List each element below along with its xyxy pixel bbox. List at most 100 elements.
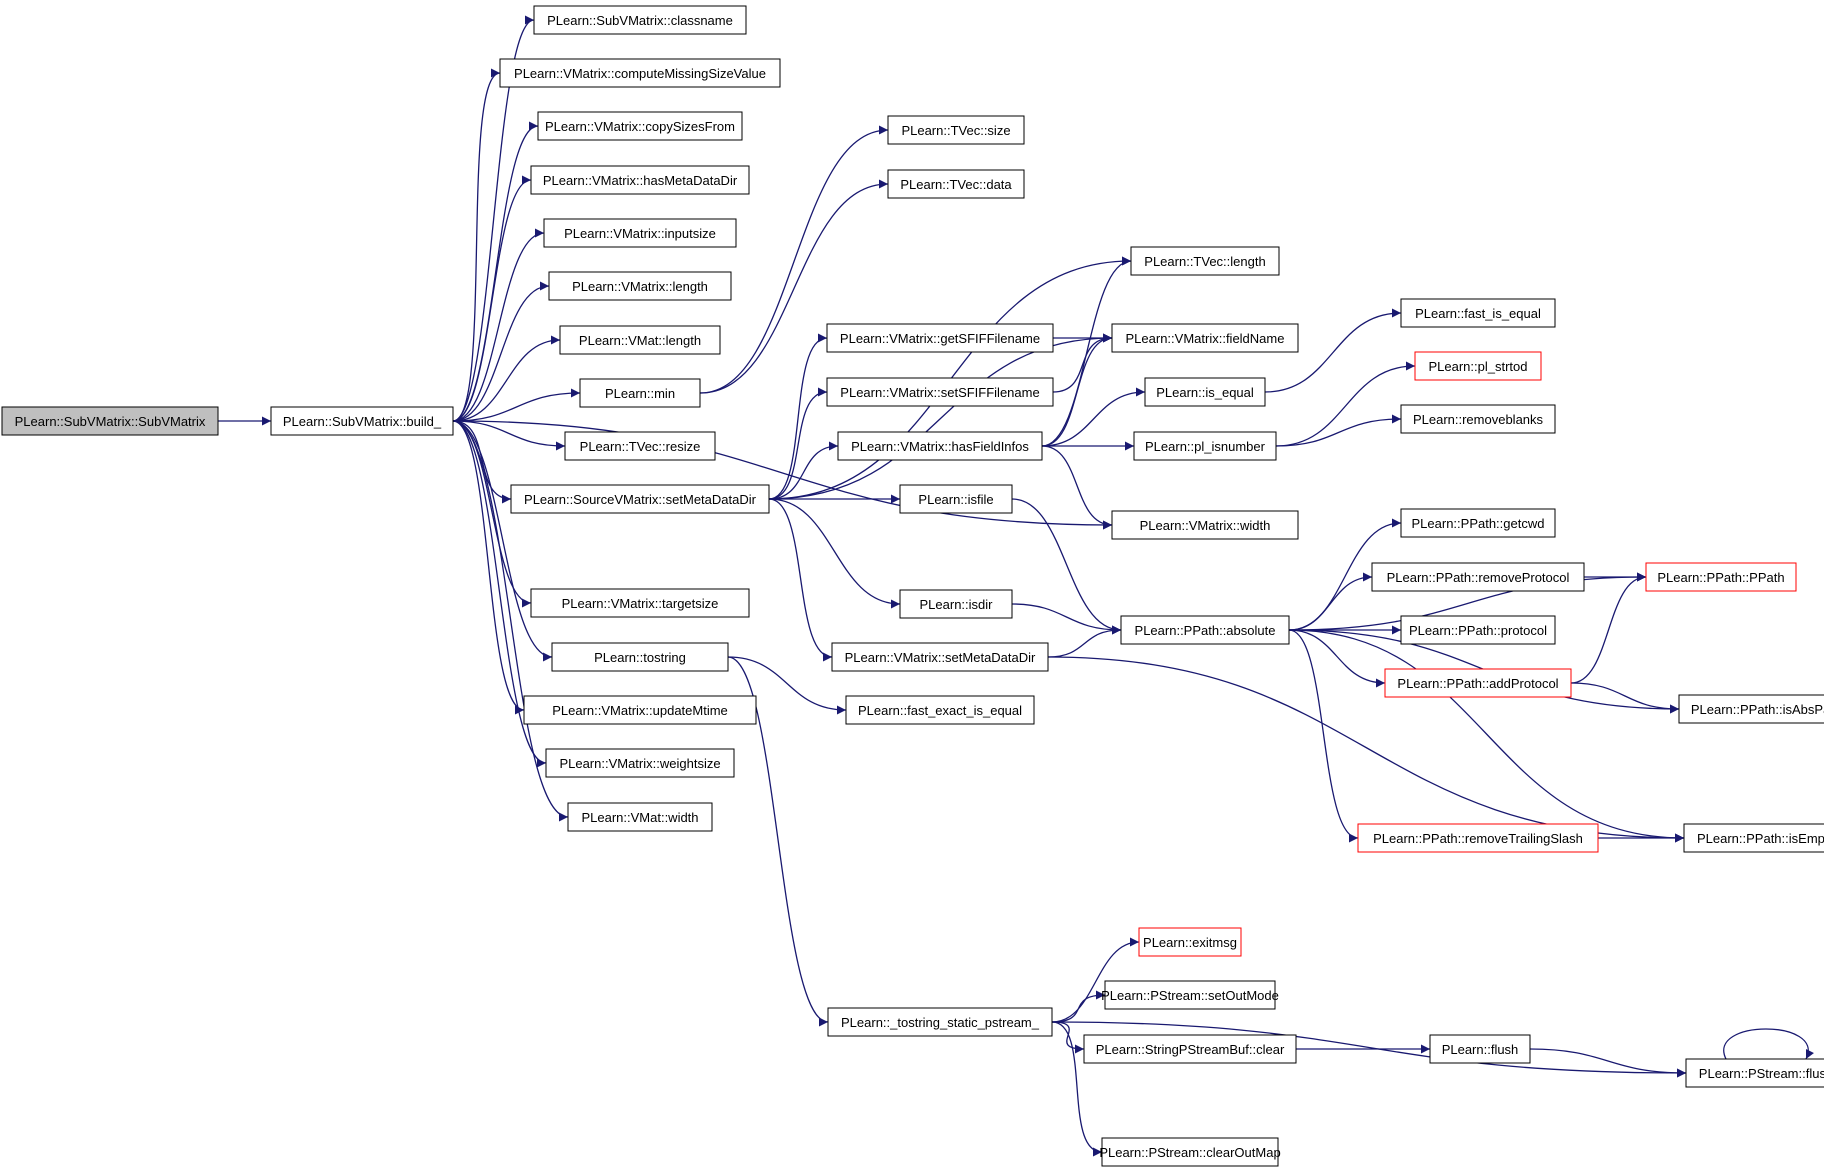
node-label: PLearn::StringPStreamBuf::clear xyxy=(1096,1042,1285,1057)
node-n21[interactable]: PLearn::VMatrix::fieldName xyxy=(1111,323,1299,353)
node-label: PLearn::PPath::isAbsPath xyxy=(1691,702,1824,717)
node-label: PLearn::PPath::isEmpty xyxy=(1697,831,1824,846)
node-label: PLearn::VMat::width xyxy=(581,810,698,825)
node-box xyxy=(510,484,770,514)
node-box xyxy=(826,323,1054,353)
node-n7[interactable]: PLearn::VMatrix::length xyxy=(548,271,732,301)
edge-n1-to-n10 xyxy=(452,420,566,451)
node-box xyxy=(1104,980,1276,1010)
node-n14[interactable]: PLearn::VMatrix::updateMtime xyxy=(523,695,757,725)
node-label: PLearn::tostring xyxy=(594,650,686,665)
node-n36[interactable]: PLearn::PPath::PPath xyxy=(1645,562,1797,592)
node-n35[interactable]: PLearn::PPath::removeProtocol xyxy=(1371,562,1585,592)
node-label: PLearn::pl_strtod xyxy=(1428,359,1527,374)
node-n13[interactable]: PLearn::tostring xyxy=(551,642,729,672)
node-n2[interactable]: PLearn::SubVMatrix::classname xyxy=(533,5,747,35)
node-label: PLearn::exitmsg xyxy=(1143,935,1237,950)
node-n11[interactable]: PLearn::SourceVMatrix::setMetaDataDir xyxy=(510,484,770,514)
node-n44[interactable]: PLearn::PStream::setOutMode xyxy=(1101,980,1279,1010)
node-n0[interactable]: PLearn::SubVMatrix::SubVMatrix xyxy=(1,406,219,436)
node-n19[interactable]: PLearn::TVec::length xyxy=(1130,246,1280,276)
node-label: PLearn::VMatrix::copySizesFrom xyxy=(545,119,735,134)
node-label: PLearn::VMatrix::hasMetaDataDir xyxy=(543,173,738,188)
node-n23[interactable]: PLearn::VMatrix::hasFieldInfos xyxy=(837,431,1043,461)
node-n30[interactable]: PLearn::pl_strtod xyxy=(1414,351,1542,381)
node-label: PLearn::PStream::setOutMode xyxy=(1101,988,1279,1003)
node-box xyxy=(537,111,743,141)
node-n47[interactable]: PLearn::flush xyxy=(1429,1034,1531,1064)
edge-n1-to-n7 xyxy=(452,281,550,422)
node-layer: PLearn::SubVMatrix::SubVMatrix PLearn::Su… xyxy=(1,5,1824,1167)
node-n17[interactable]: PLearn::TVec::size xyxy=(887,115,1025,145)
node-n18[interactable]: PLearn::TVec::data xyxy=(887,169,1025,199)
node-n10[interactable]: PLearn::TVec::resize xyxy=(564,431,716,461)
node-label: PLearn::PPath::absolute xyxy=(1135,623,1276,638)
node-n32[interactable]: PLearn::removeblanks xyxy=(1400,404,1556,434)
edge-n38-to-n39 xyxy=(1288,629,1386,688)
node-box xyxy=(887,115,1025,145)
node-n33[interactable]: PLearn::pl_isnumber xyxy=(1133,431,1277,461)
node-n12[interactable]: PLearn::VMatrix::targetsize xyxy=(530,588,750,618)
node-n22[interactable]: PLearn::VMatrix::setSFIFFilename xyxy=(826,377,1054,407)
node-n46[interactable]: PLearn::StringPStreamBuf::clear xyxy=(1083,1034,1297,1064)
node-n5[interactable]: PLearn::VMatrix::hasMetaDataDir xyxy=(530,165,750,195)
node-n1[interactable]: PLearn::SubVMatrix::build_ xyxy=(270,406,454,436)
node-box xyxy=(564,431,716,461)
node-label: PLearn::VMatrix::fieldName xyxy=(1126,331,1285,346)
node-n41[interactable]: PLearn::PPath::removeTrailingSlash xyxy=(1357,823,1599,853)
node-n31[interactable]: PLearn::is_equal xyxy=(1144,377,1266,407)
edge-n1-to-n3 xyxy=(452,68,501,422)
node-n29[interactable]: PLearn::fast_is_equal xyxy=(1400,298,1556,328)
node-n20[interactable]: PLearn::VMatrix::getSFIFFilename xyxy=(826,323,1054,353)
node-n25[interactable]: PLearn::VMatrix::width xyxy=(1111,510,1299,540)
node-n34[interactable]: PLearn::PPath::getcwd xyxy=(1400,508,1556,538)
node-box xyxy=(1384,668,1572,698)
node-n4[interactable]: PLearn::VMatrix::copySizesFrom xyxy=(537,111,743,141)
node-box xyxy=(1683,823,1824,853)
node-label: PLearn::PPath::getcwd xyxy=(1412,516,1545,531)
node-label: PLearn::PPath::removeTrailingSlash xyxy=(1373,831,1583,846)
node-box xyxy=(1429,1034,1531,1064)
edge-n45-to-n44 xyxy=(1051,990,1106,1023)
node-n48[interactable]: PLearn::PStream::flush xyxy=(1685,1058,1824,1088)
node-n26[interactable]: PLearn::isdir xyxy=(899,589,1013,619)
node-box xyxy=(899,484,1013,514)
edge-n11-to-n23 xyxy=(768,441,839,500)
edge-n39-to-n40 xyxy=(1570,682,1680,714)
node-n16[interactable]: PLearn::VMat::width xyxy=(567,802,713,832)
node-box xyxy=(826,377,1054,407)
node-box xyxy=(1111,323,1299,353)
node-box xyxy=(827,1007,1053,1037)
edge-n1-to-n8 xyxy=(452,335,561,422)
node-label: PLearn::VMatrix::hasFieldInfos xyxy=(851,439,1029,454)
node-n40[interactable]: PLearn::PPath::isAbsPath xyxy=(1678,694,1824,724)
node-box xyxy=(523,695,757,725)
edge-n38-to-n42 xyxy=(1288,629,1685,843)
node-n24[interactable]: PLearn::isfile xyxy=(899,484,1013,514)
node-n42[interactable]: PLearn::PPath::isEmpty xyxy=(1683,823,1824,853)
node-box xyxy=(545,748,735,778)
node-box xyxy=(1111,510,1299,540)
edge-n48-to-n48 xyxy=(1723,1028,1815,1060)
edge-n1-to-n5 xyxy=(452,175,532,422)
node-n49[interactable]: PLearn::PStream::clearOutMap xyxy=(1099,1137,1281,1167)
node-n39[interactable]: PLearn::PPath::addProtocol xyxy=(1384,668,1572,698)
edge-n1-to-n15 xyxy=(452,420,547,768)
node-n28[interactable]: PLearn::fast_exact_is_equal xyxy=(845,695,1035,725)
node-n8[interactable]: PLearn::VMat::length xyxy=(559,325,721,355)
node-n3[interactable]: PLearn::VMatrix::computeMissingSizeValue xyxy=(499,58,781,88)
node-n38[interactable]: PLearn::PPath::absolute xyxy=(1120,615,1290,645)
node-n6[interactable]: PLearn::VMatrix::inputsize xyxy=(543,218,737,248)
node-n27[interactable]: PLearn::VMatrix::setMetaDataDir xyxy=(831,642,1049,672)
node-label: PLearn::VMatrix::width xyxy=(1140,518,1271,533)
node-box xyxy=(845,695,1035,725)
node-n43[interactable]: PLearn::exitmsg xyxy=(1138,927,1242,957)
edge-n23-to-n21 xyxy=(1041,333,1113,447)
node-n15[interactable]: PLearn::VMatrix::weightsize xyxy=(545,748,735,778)
node-n9[interactable]: PLearn::min xyxy=(579,378,701,408)
edge-n24-to-n38 xyxy=(1011,498,1122,635)
node-n37[interactable]: PLearn::PPath::protocol xyxy=(1400,615,1556,645)
node-box xyxy=(1400,508,1556,538)
node-n45[interactable]: PLearn::_tostring_static_pstream_ xyxy=(827,1007,1053,1037)
